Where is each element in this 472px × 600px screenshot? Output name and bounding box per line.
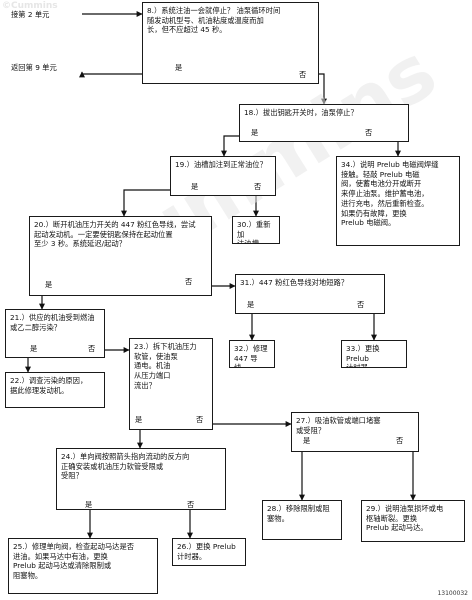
watermark-small: ©Cummins	[2, 1, 58, 11]
edge-27-no-29	[410, 443, 419, 501]
edge-27-yes-28	[291, 443, 305, 501]
label-31-no: 否	[357, 300, 365, 309]
node-20: 20.）断开机油压力开关的 447 粉红色导线，尝试 起动发动机。一定要使钥匙保…	[29, 216, 212, 296]
node-31: 31.）447 粉红色导线对地短路？	[235, 274, 385, 314]
node-26: 26.）更换 Prelub 计时器。	[172, 538, 246, 566]
label-24-no: 否	[187, 500, 195, 509]
label-23-yes: 是	[135, 415, 143, 424]
node-29: 29.）说明油泵损坏或电 枢轴断裂。更换 Prelub 起动马达。	[361, 500, 465, 542]
node-19: 19.）油槽加注到正常油位？	[170, 156, 276, 196]
node-24: 24.）单向阀按照箭头指向流动的反方向 正确安装或机油压力软管受限或 受阻？	[56, 448, 226, 510]
node-28: 28.）移除限制或阻 塞物。	[262, 500, 342, 540]
edge-19-yes-20	[121, 189, 170, 217]
node-27: 27.）吸油软管或端口堵塞 或受阻？	[291, 412, 419, 452]
label-19-no: 否	[254, 182, 262, 191]
label-19-yes: 是	[191, 182, 199, 191]
node-32: 32.）修理 447 导线。	[229, 340, 275, 368]
figure-id: 13100032	[437, 590, 468, 597]
node-8: 8.）系统注油一会就停止？ 油泵循环时间 随发动机型号、机油粘度或温度而加 长，…	[142, 2, 319, 84]
label-23-no: 否	[196, 415, 204, 424]
edge-18-yes-19	[221, 135, 239, 157]
node-25: 25.）修理单向阀，检查起动马达是否 进油。如果马达中有油，更换 Prelub …	[8, 538, 158, 594]
label-21-no: 否	[88, 344, 96, 353]
label-27-no: 否	[396, 436, 404, 445]
label-31-yes: 是	[247, 300, 255, 309]
node-23: 23.）拆下机油压力 软管，使油泵 通电。机油 从压力端口 流出？	[129, 338, 213, 430]
node-30: 30.）重新加 注油槽。	[232, 216, 280, 244]
label-24-yes: 是	[85, 500, 93, 509]
edge-8-yes-ret9	[79, 71, 166, 78]
edge-8-no-18	[319, 73, 327, 105]
label-20-no: 否	[185, 277, 193, 286]
label-27-yes: 是	[303, 436, 311, 445]
label-8-no: 否	[299, 70, 307, 79]
label-20-yes: 是	[45, 280, 53, 289]
label-21-yes: 是	[30, 344, 38, 353]
label-18-no: 否	[365, 128, 373, 137]
label-18-yes: 是	[251, 128, 259, 137]
node-34: 34.）说明 Prelub 电磁阀焊缝 接触。轻敲 Prelub 电磁 阀，使蓄…	[336, 156, 460, 246]
node-21: 21.）供应的机油受到燃油 或乙二醇污染？	[5, 309, 105, 358]
node-22: 22.）调查污染的原因， 据此修理发动机。	[5, 372, 105, 408]
node-18: 18.）拔出钥匙开关时，油泵停止？	[239, 104, 409, 142]
label-8-yes: 是	[175, 63, 183, 72]
node-from-unit-2: 接第 2 单元	[11, 10, 50, 19]
node-return-unit-9: 返回第 9 单元	[11, 63, 57, 72]
node-33: 33.）更换 Prelub 计时器。	[341, 340, 407, 368]
